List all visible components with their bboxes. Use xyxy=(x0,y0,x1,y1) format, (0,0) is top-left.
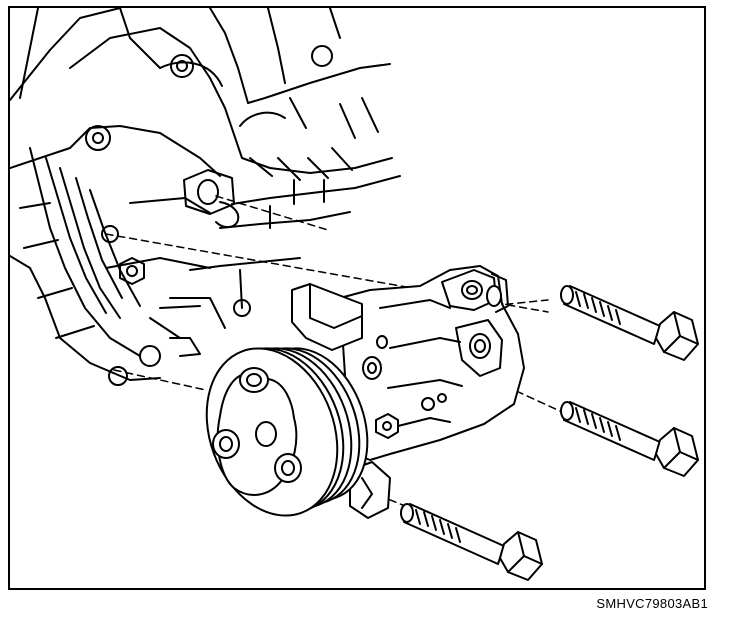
mounting-bolt-middle xyxy=(560,401,699,477)
mounting-bolt-lower xyxy=(400,503,543,581)
ac-compressor-installation-drawing xyxy=(10,8,699,581)
figure-caption: SMHVC79803AB1 xyxy=(596,596,708,611)
engine-front-cover xyxy=(10,8,393,174)
diagram-frame xyxy=(8,6,706,590)
mounting-bolt-upper xyxy=(560,285,699,361)
engine-bracket xyxy=(10,125,226,386)
ac-compressor-body xyxy=(291,265,525,519)
idler-boss xyxy=(183,169,240,228)
oil-pan-rail xyxy=(159,97,401,357)
engine-mount-nut xyxy=(119,257,145,285)
clutch-hub-plate xyxy=(212,367,302,496)
